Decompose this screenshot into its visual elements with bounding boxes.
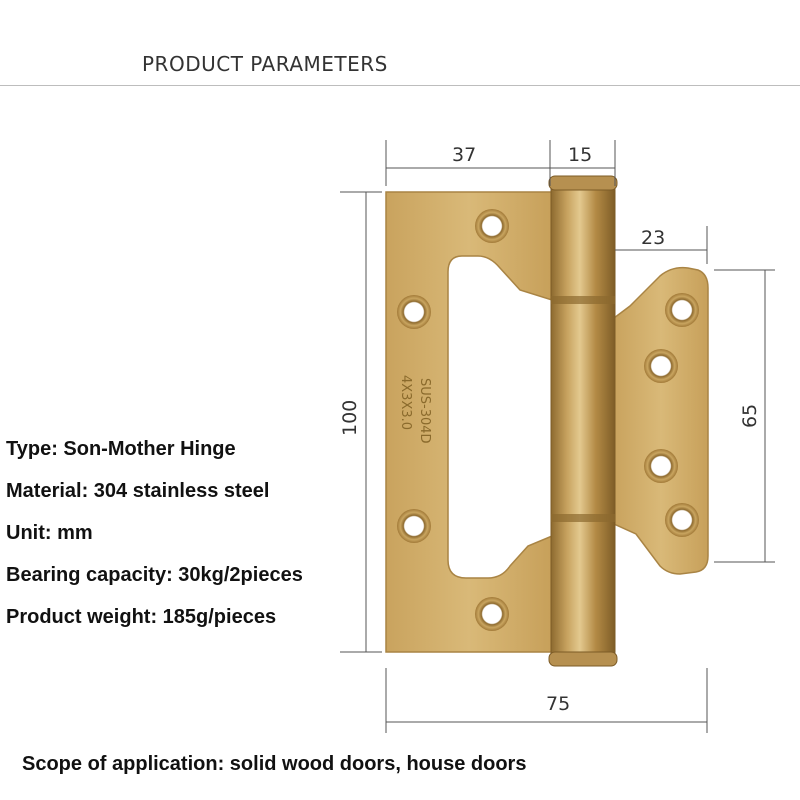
screw-hole <box>397 295 431 329</box>
dim-height: 100 <box>339 400 361 436</box>
hinge-barrel <box>548 175 618 667</box>
dim-total-width: 75 <box>546 693 570 715</box>
screw-hole <box>644 349 678 383</box>
dim-leaf-width: 37 <box>452 144 476 166</box>
knuckle-joint <box>551 296 615 304</box>
son-leaf-plate <box>613 266 709 575</box>
spec-bearing-capacity: Bearing capacity: 30kg/2pieces <box>6 564 303 586</box>
dim-son-leaf-height: 65 <box>739 404 761 428</box>
scope-of-application: Scope of application: solid wood doors, … <box>22 753 527 775</box>
dimension-lines <box>340 140 775 733</box>
header-divider <box>0 85 800 86</box>
stamp-line2: 4X3X3.0 <box>398 375 413 430</box>
dim-son-leaf-width: 23 <box>641 227 665 249</box>
spec-product-weight: Product weight: 185g/pieces <box>6 606 277 628</box>
screw-hole <box>475 597 509 631</box>
screw-hole <box>665 503 699 537</box>
stamp-line1: SUS-304D <box>417 378 432 444</box>
screw-hole <box>397 509 431 543</box>
barrel-top-cap <box>548 175 618 191</box>
barrel-bottom-cap <box>548 651 618 667</box>
knuckle-joint <box>551 514 615 522</box>
screw-hole <box>644 449 678 483</box>
dim-knuckle-width: 15 <box>568 144 592 166</box>
mother-leaf: SUS-304D 4X3X3.0 <box>385 191 553 653</box>
son-leaf <box>613 266 709 575</box>
spec-unit: Unit: mm <box>6 522 93 544</box>
page-title: PRODUCT PARAMETERS <box>142 52 388 76</box>
screw-hole <box>665 293 699 327</box>
spec-material: Material: 304 stainless steel <box>6 480 270 502</box>
spec-type: Type: Son-Mother Hinge <box>6 438 236 460</box>
screw-hole <box>475 209 509 243</box>
